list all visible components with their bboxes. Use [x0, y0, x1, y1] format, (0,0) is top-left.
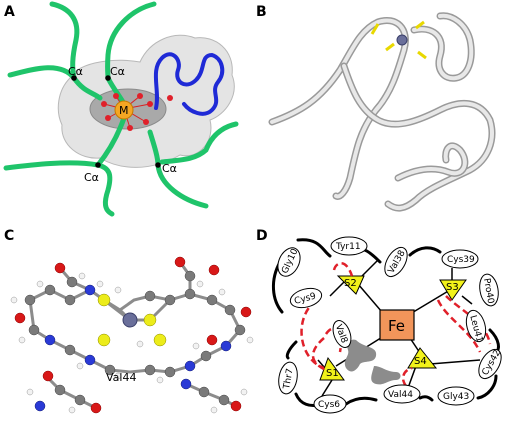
sulfur-atoms	[97, 293, 167, 347]
svg-text:Thr7: Thr7	[282, 368, 296, 391]
ribbon-structure	[268, 12, 496, 212]
residue-val38: Val38	[384, 246, 408, 278]
calpha-label-1: Cα	[68, 65, 83, 78]
svg-text:Cys39: Cys39	[447, 255, 475, 265]
residue-gly43: Gly43	[437, 386, 475, 406]
residue-val8: Val8	[332, 320, 352, 348]
residue-val44: Val44	[383, 384, 421, 404]
fe-center-label: Fe	[388, 317, 405, 335]
panel-d-letter: D	[256, 228, 268, 244]
residue-cys6: Cys6	[313, 394, 347, 414]
backbone-path	[272, 238, 500, 408]
backbone-chain-5	[95, 115, 127, 168]
panel-a-letter: A	[4, 4, 15, 20]
sulfur-label-s4: S4	[414, 356, 427, 367]
residue-cys9: Cys9	[289, 287, 323, 309]
metal-ion	[114, 100, 134, 120]
calpha-label-2: Cα	[110, 65, 125, 78]
svg-text:Val44: Val44	[388, 390, 413, 400]
panel-b-letter: B	[256, 4, 267, 20]
backbone-chain-2	[49, 1, 80, 81]
hydrophobic-blob-1	[344, 339, 377, 372]
panel-d: D	[256, 228, 503, 414]
backbone-chain-3	[105, 1, 157, 107]
panel-b: B	[256, 4, 496, 212]
panel-c-letter: C	[4, 228, 14, 244]
carbon-atoms	[24, 270, 246, 406]
hydrogen-atoms	[10, 272, 254, 414]
sulfur-label-s3: S3	[446, 282, 459, 293]
residue-tyr11: Tyr11	[330, 236, 368, 256]
oxygen-atoms	[14, 256, 252, 414]
svg-text:Pro40: Pro40	[481, 277, 495, 304]
blue-loop	[153, 52, 225, 116]
nitrogen-atoms	[34, 284, 232, 412]
ligand-atoms	[101, 93, 173, 131]
fe-center-box	[379, 309, 415, 341]
calpha-label-3: Cα	[84, 171, 99, 184]
fe-ion	[396, 34, 408, 46]
val44-label: Val44	[106, 371, 136, 384]
hydrophobic-blob-2	[371, 366, 401, 385]
iron-atom	[122, 312, 138, 328]
svg-text:Gly43: Gly43	[443, 392, 469, 402]
sulfur-triangle-s4	[407, 347, 438, 369]
residue-pro40: Pro40	[479, 273, 499, 307]
backbone-chain-7	[159, 121, 239, 165]
calpha-label-4: Cα	[162, 162, 177, 175]
panel-a: A	[3, 1, 239, 217]
residue-leu41: Leu41	[465, 309, 487, 344]
sulfur-label-s2: S2	[344, 278, 357, 289]
svg-text:Cys6: Cys6	[318, 400, 340, 410]
cysteine-side-chains	[370, 20, 427, 60]
residue-nodes: Gly10 Tyr11 Val38 Cys39 Pro40 Cys9	[277, 236, 503, 414]
sulfur-label-s1: S1	[326, 368, 339, 379]
metal-label: M	[119, 104, 129, 117]
backbone-chain-4	[3, 160, 115, 217]
sulfur-triangle-s3	[439, 279, 467, 301]
panel-c: C	[4, 228, 254, 414]
residue-cys42: Cys42	[478, 348, 503, 380]
calpha-atoms	[71, 75, 161, 168]
svg-text:Tyr11: Tyr11	[335, 242, 361, 252]
residue-gly10: Gly10	[277, 247, 301, 277]
residue-thr7: Thr7	[278, 361, 298, 395]
residue-cys39: Cys39	[441, 249, 479, 269]
